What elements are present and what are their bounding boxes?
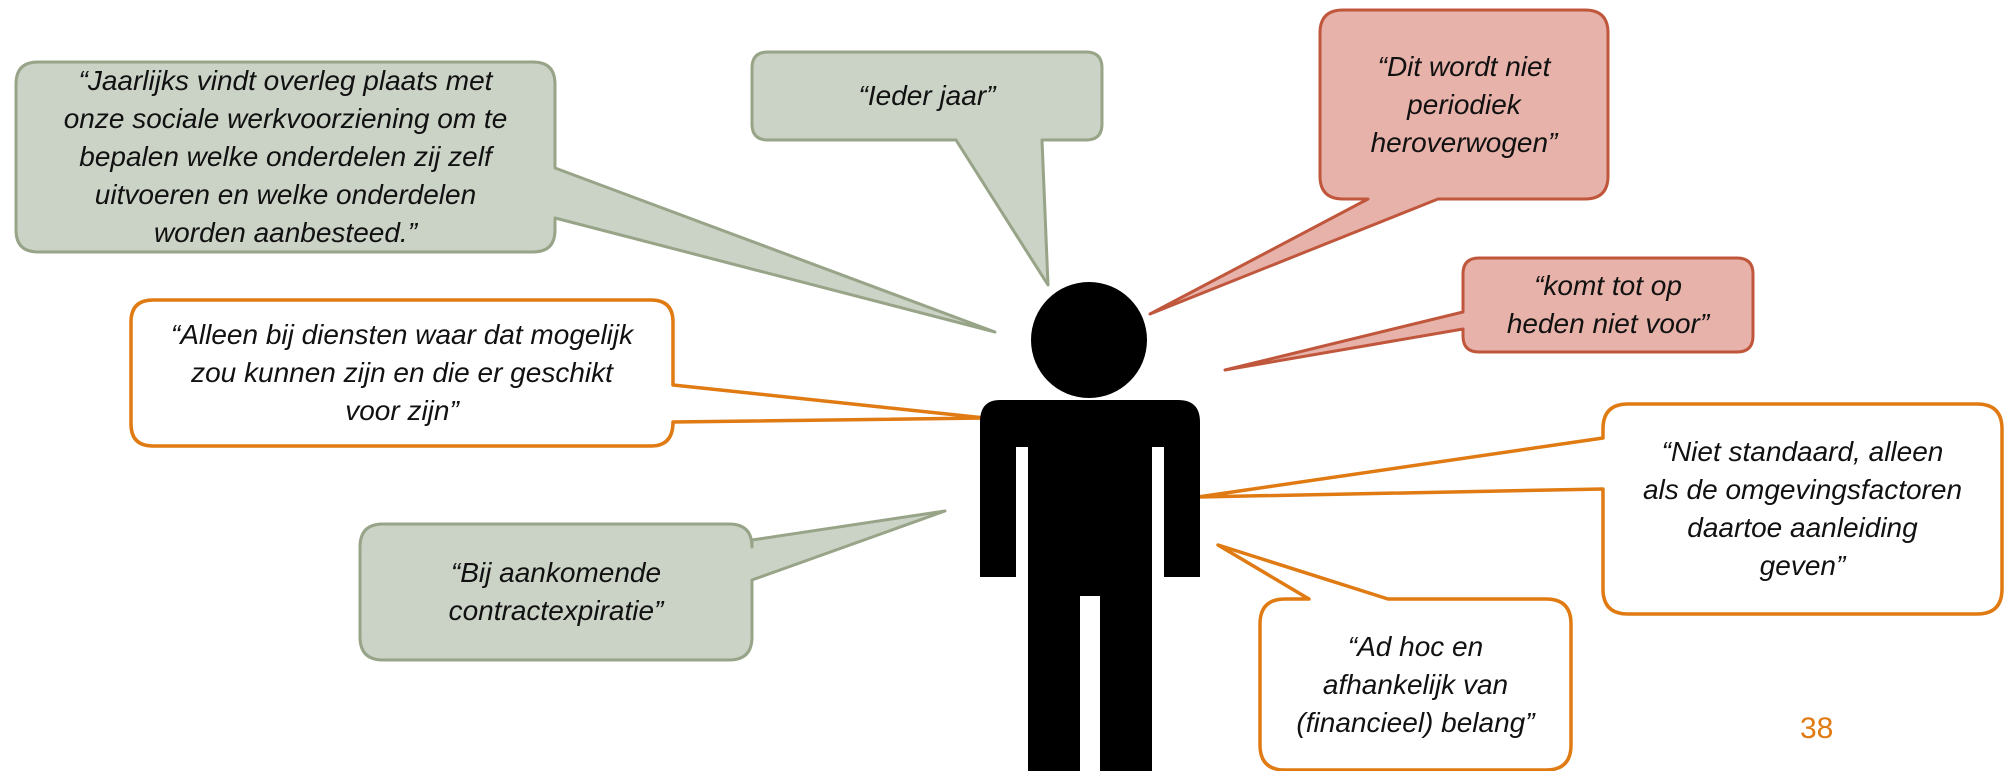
speech-bubble-ad-hoc xyxy=(1216,543,1573,771)
person-body xyxy=(980,400,1200,771)
quote-not-standard: “Niet standaard, alleen als de omgevings… xyxy=(1642,436,1963,581)
quote-only-services: “Alleen bij diensten waar dat mogelijk z… xyxy=(170,319,634,426)
quote-not-yet: “komt tot op heden niet voor” xyxy=(1506,270,1710,339)
quote-contract-expiry: “Bij aankomende contractexpiratie” xyxy=(448,557,664,626)
speech-bubble-contract-expiry xyxy=(358,509,947,662)
quote-not-periodic: “Dit wordt niet periodiek heroverwogen” xyxy=(1370,50,1558,158)
person-icon xyxy=(980,282,1200,771)
slide-number: 38 xyxy=(1800,712,1834,745)
speech-bubble-only-services xyxy=(129,298,987,448)
speech-bubble-not-yet xyxy=(1223,256,1755,372)
speech-bubble-not-standard xyxy=(1196,402,2004,616)
speech-bubble-annual-meeting xyxy=(14,60,997,334)
quote-ad-hoc: “Ad hoc en afhankelijk van (financieel) … xyxy=(1296,630,1535,738)
speech-bubble-every-year xyxy=(750,50,1104,287)
speech-bubble-not-periodic xyxy=(1148,8,1610,316)
quote-annual-meeting: “Jaarlijks vindt overleg plaats met onze… xyxy=(63,65,508,248)
quote-every-year: “Ieder jaar” xyxy=(858,80,996,111)
person-head xyxy=(1031,282,1147,398)
